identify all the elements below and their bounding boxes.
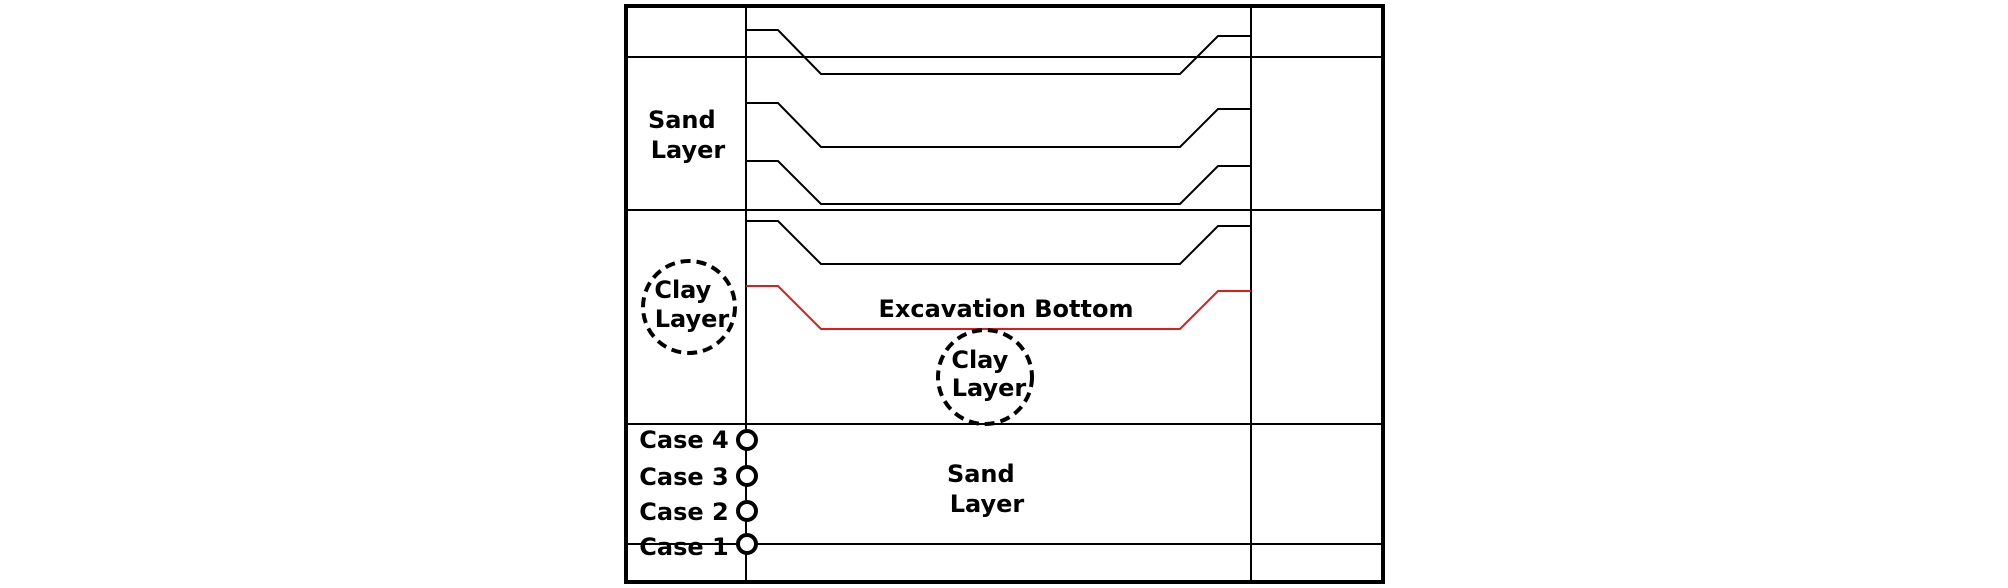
- case-2-label: Case 2: [639, 498, 728, 526]
- center-clay-label: Clay Layer: [951, 346, 1026, 402]
- case-1-marker-icon: [736, 533, 758, 555]
- excavation-profile-1: [746, 29, 1251, 75]
- case-4-marker-icon: [736, 429, 758, 451]
- lower-sand-label-line1: Sand: [947, 460, 1015, 488]
- upper-sand-label: Sand Layer: [648, 106, 725, 164]
- center-clay-label-line2: Layer: [952, 374, 1027, 402]
- case-4-label: Case 4: [639, 426, 728, 454]
- case-1-label: Case 1: [639, 533, 728, 561]
- left-clay-label: Clay Layer: [654, 276, 729, 333]
- excavation-profile-2: [746, 102, 1251, 148]
- case-3-label: Case 3: [639, 463, 728, 491]
- excavation-bottom-line: [746, 285, 1251, 330]
- left-clay-circle: [641, 259, 737, 355]
- lower-sand-label: Sand Layer: [947, 460, 1024, 518]
- excavation-bottom-label: Excavation Bottom: [879, 295, 1134, 323]
- left-clay-label-line2: Layer: [655, 305, 730, 333]
- center-clay-label-line1: Clay: [951, 346, 1008, 374]
- lower-sand-label-line2: Layer: [950, 490, 1025, 518]
- outer-frame: [624, 4, 1385, 584]
- center-clay-circle: [936, 328, 1034, 426]
- upper-sand-label-line2: Layer: [651, 136, 726, 164]
- excavation-profile-4: [746, 220, 1251, 265]
- case-2-marker-icon: [736, 500, 758, 522]
- excavation-profile-3: [746, 160, 1251, 205]
- upper-sand-label-line1: Sand: [648, 106, 716, 134]
- case-3-marker-icon: [736, 465, 758, 487]
- left-clay-label-line1: Clay: [654, 276, 711, 304]
